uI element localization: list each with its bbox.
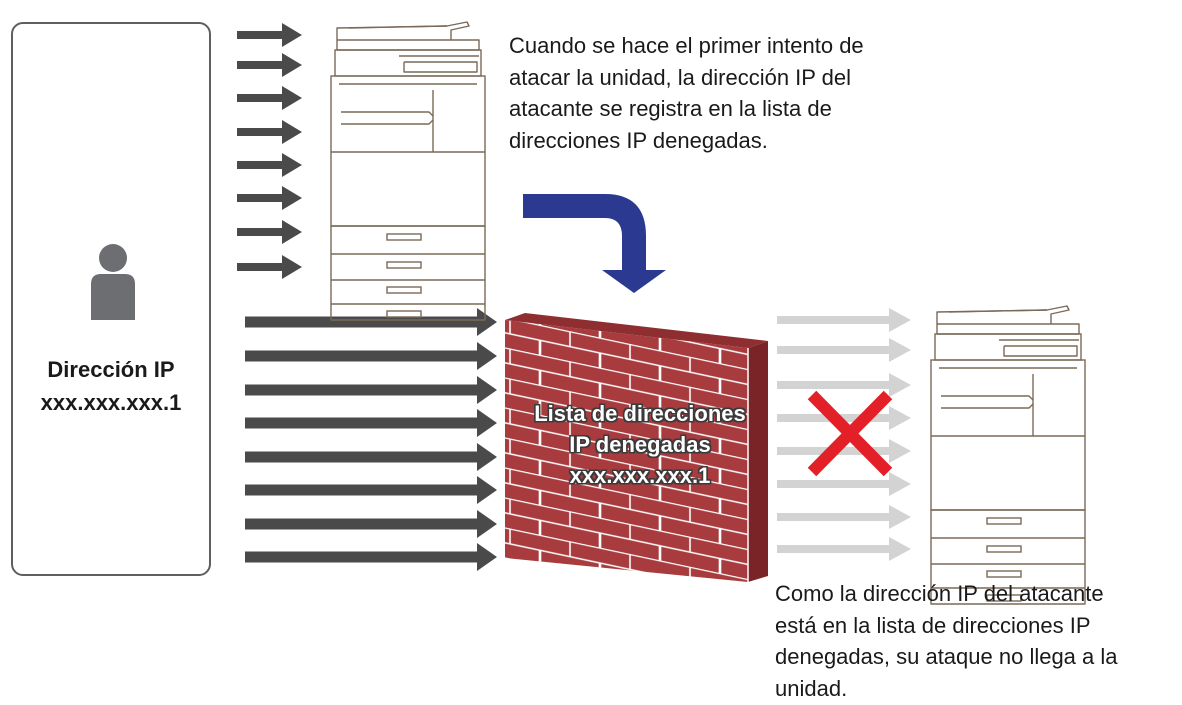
arrow [245, 376, 497, 404]
blocked-caption: Como la dirección IP del atacante está e… [775, 578, 1180, 704]
arrow [237, 23, 302, 47]
person-icon [91, 244, 135, 320]
arrow [777, 406, 911, 430]
arrow [777, 439, 911, 463]
caption-line: atacante se registra en la lista de [509, 96, 832, 121]
arrow [245, 308, 497, 336]
arrow [777, 308, 911, 332]
arrow [237, 53, 302, 77]
arrow [245, 476, 497, 504]
caption-line: Como la dirección IP del atacante [775, 581, 1104, 606]
caption-line: atacar la unidad, la dirección IP del [509, 64, 852, 90]
caption-line: denegadas, su ataque no llega a la [775, 644, 1118, 669]
attack-arrows-to-wall [245, 308, 497, 571]
arrow [237, 220, 302, 244]
first-attack-caption: Cuando se hace el primer intento de atac… [509, 30, 959, 156]
arrow [777, 373, 911, 397]
arrow [237, 86, 302, 110]
printer-icon [930, 305, 1086, 605]
caption-line: direcciones IP denegadas. [509, 127, 768, 153]
arrow [237, 120, 302, 144]
arrow [237, 255, 302, 279]
caption-line: unidad. [775, 675, 848, 701]
deny-list-subtitle: IP denegadas [569, 432, 711, 457]
attacker-ip-address: xxx.xxx.xxx.1 [40, 390, 182, 415]
blocked-x-icon [807, 390, 893, 477]
arrow [245, 543, 497, 571]
caption-line: está en la lista de direcciones IP [775, 612, 1091, 638]
arrow [777, 472, 911, 496]
arrow [237, 186, 302, 210]
arrow [245, 510, 497, 538]
arrow [777, 338, 911, 362]
arrow [777, 537, 911, 561]
caption-line: Cuando se hace el primer intento de [509, 33, 864, 58]
attacker-panel: Dirección IP xxx.xxx.xxx.1 [11, 22, 211, 576]
arrow [777, 505, 911, 529]
arrow [245, 409, 497, 437]
brick-wall-icon [505, 313, 768, 582]
printer-icon [330, 21, 486, 321]
arrow [245, 342, 497, 370]
arrow [237, 153, 302, 177]
first-attack-arrows [237, 23, 302, 279]
deny-list-title: Lista de direcciones [534, 401, 746, 426]
attacker-ip-title: Dirección IP [47, 357, 175, 382]
deny-list-address: xxx.xxx.xxx.1 [569, 463, 711, 488]
blocked-arrows [777, 308, 911, 561]
arrow [245, 443, 497, 471]
curved-arrow-icon [523, 194, 666, 293]
